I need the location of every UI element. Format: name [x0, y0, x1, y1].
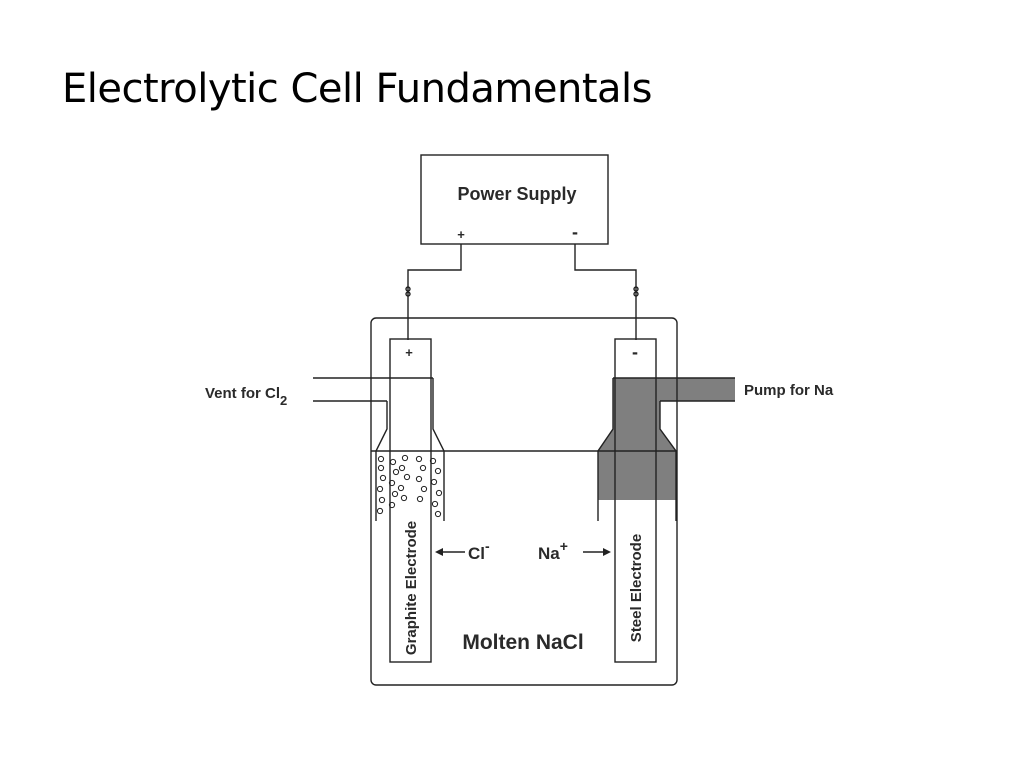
chlorine-bubble — [401, 454, 409, 462]
electrolyte-label: Molten NaCl — [462, 631, 583, 654]
chlorine-bubble — [397, 484, 405, 492]
sodium-ion-symbol: Na — [538, 544, 560, 563]
graphite-electrode-label: Graphite Electrode — [403, 521, 420, 655]
chlorine-bubble — [429, 457, 437, 465]
chlorine-hood — [375, 378, 445, 521]
sodium-ion-charge: + — [560, 538, 568, 554]
chlorine-bubble — [377, 464, 385, 472]
positive-wire — [407, 244, 462, 340]
chlorine-bubble — [377, 455, 385, 463]
chloride-ion-symbol: Cl — [468, 544, 485, 563]
chlorine-bubble — [376, 507, 384, 515]
graphite-terminal-plus: + — [405, 345, 413, 360]
chlorine-bubble — [434, 467, 442, 475]
negative-connector-bottom — [633, 291, 639, 297]
negative-connector-top — [633, 286, 639, 292]
vent-label: Vent for Cl2 — [205, 385, 287, 408]
chloride-ion-charge: - — [485, 538, 490, 554]
graphite-electrode — [389, 338, 432, 663]
chlorine-bubble — [403, 473, 411, 481]
chlorine-bubble — [415, 455, 423, 463]
chlorine-bubble — [391, 490, 399, 498]
chloride-arrowhead — [435, 548, 443, 556]
chlorine-bubble — [416, 495, 424, 503]
sodium-ion-label: Na+ — [538, 538, 568, 563]
chlorine-bubble — [435, 489, 443, 497]
chlorine-bubble — [434, 510, 442, 518]
power-supply-minus: - — [572, 222, 578, 242]
chlorine-bubble — [431, 500, 439, 508]
power-supply-box — [420, 154, 609, 245]
chlorine-bubble — [379, 474, 387, 482]
chlorine-bubble — [392, 468, 400, 476]
chlorine-bubbles — [376, 454, 443, 518]
chlorine-bubble — [388, 479, 396, 487]
chlorine-bubble — [400, 494, 408, 502]
chlorine-bubble — [378, 496, 386, 504]
chlorine-bubble — [419, 464, 427, 472]
chloride-ion-label: Cl- — [468, 538, 490, 563]
chlorine-bubble — [388, 501, 396, 509]
power-supply-plus: + — [457, 227, 465, 242]
steel-terminal-minus: - — [632, 342, 638, 362]
chlorine-bubble — [398, 464, 406, 472]
sodium-arrowhead — [603, 548, 611, 556]
negative-wire — [574, 244, 637, 340]
chlorine-bubble — [415, 475, 423, 483]
positive-connector-bottom — [405, 291, 411, 297]
positive-connector-top — [405, 286, 411, 292]
vent-label-subscript: 2 — [280, 393, 287, 408]
steel-electrode-label: Steel Electrode — [628, 534, 645, 642]
chlorine-bubble — [389, 458, 397, 466]
slide-title: Electrolytic Cell Fundamentals — [62, 66, 652, 112]
chlorine-bubble — [430, 478, 438, 486]
cell-container — [370, 317, 678, 686]
chlorine-bubble — [376, 485, 384, 493]
sodium-hood — [597, 378, 677, 521]
chlorine-bubble — [420, 485, 428, 493]
pump-label: Pump for Na — [744, 382, 834, 399]
vent-label-text: Vent for Cl — [205, 385, 280, 402]
steel-electrode — [614, 338, 657, 663]
power-supply-label: Power Supply — [457, 184, 576, 204]
